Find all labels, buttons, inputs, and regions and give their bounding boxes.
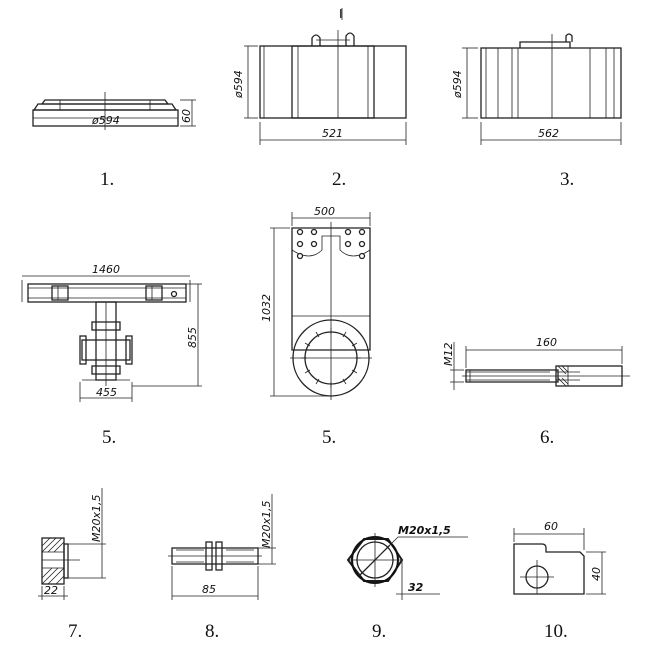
fig5b-caption: 5. [322, 427, 336, 448]
fig5a-height-label: 855 [186, 327, 199, 348]
fig5b-height-label: 1032 [260, 294, 273, 322]
fig6-thread-label: M12 [442, 343, 455, 367]
fig2-width-label: 521 [322, 127, 343, 140]
fig5a-top-width-label: 1460 [92, 263, 120, 276]
figure-5-t-frame: 1460 855 455 5. [21, 263, 202, 448]
figure-7-nut-section: M20x1,5 22 7. [38, 488, 106, 642]
fig9-size-label: 32 [408, 581, 424, 594]
fig5a-caption: 5. [102, 427, 116, 448]
fig2-caption: 2. [332, 169, 346, 190]
figure-9-hex-nut: M20x1,5 32 9. [346, 524, 468, 642]
figure-8-stud: M20x1,5 85 8. [168, 494, 276, 642]
fig6-caption: 6. [540, 427, 554, 448]
figure-5-bracket-plate: 500 1032 5. [260, 205, 372, 448]
fig7-thread-label: M20x1,5 [90, 495, 103, 543]
fig1-caption: 1. [100, 169, 114, 190]
fig1-height-label: 60 [180, 109, 193, 123]
fig10-width-label: 60 [544, 520, 558, 533]
figure-6-threaded-rod: 160 M12 6. [442, 336, 630, 448]
fig5a-bottom-width-label: 455 [96, 386, 117, 399]
figure-3-shell: ø594 562 3. [451, 33, 622, 190]
figure-2-shell: I ø594 521 2. [232, 7, 407, 190]
figure-1-disc: ø594 60 1. [32, 92, 196, 190]
fig1-diameter-label: ø594 [91, 114, 120, 127]
fig2-section-mark: I [339, 7, 343, 21]
fig8-thread-label: M20x1,5 [260, 501, 273, 549]
fig9-thread-label: M20x1,5 [398, 524, 451, 537]
fig7-caption: 7. [68, 621, 82, 642]
fig7-size-label: 22 [44, 584, 58, 597]
fig10-height-label: 40 [590, 567, 603, 581]
fig2-diameter-label: ø594 [232, 70, 245, 99]
fig5b-width-label: 500 [314, 205, 335, 218]
fig3-caption: 3. [560, 169, 574, 190]
fig9-caption: 9. [372, 621, 386, 642]
fig6-length-label: 160 [536, 336, 557, 349]
fig3-diameter-label: ø594 [451, 70, 464, 99]
figure-10-plate: 60 40 10. [513, 520, 606, 642]
fig3-width-label: 562 [538, 127, 559, 140]
fig8-caption: 8. [205, 621, 219, 642]
fig8-length-label: 85 [202, 583, 216, 596]
fig10-caption: 10. [544, 621, 568, 642]
